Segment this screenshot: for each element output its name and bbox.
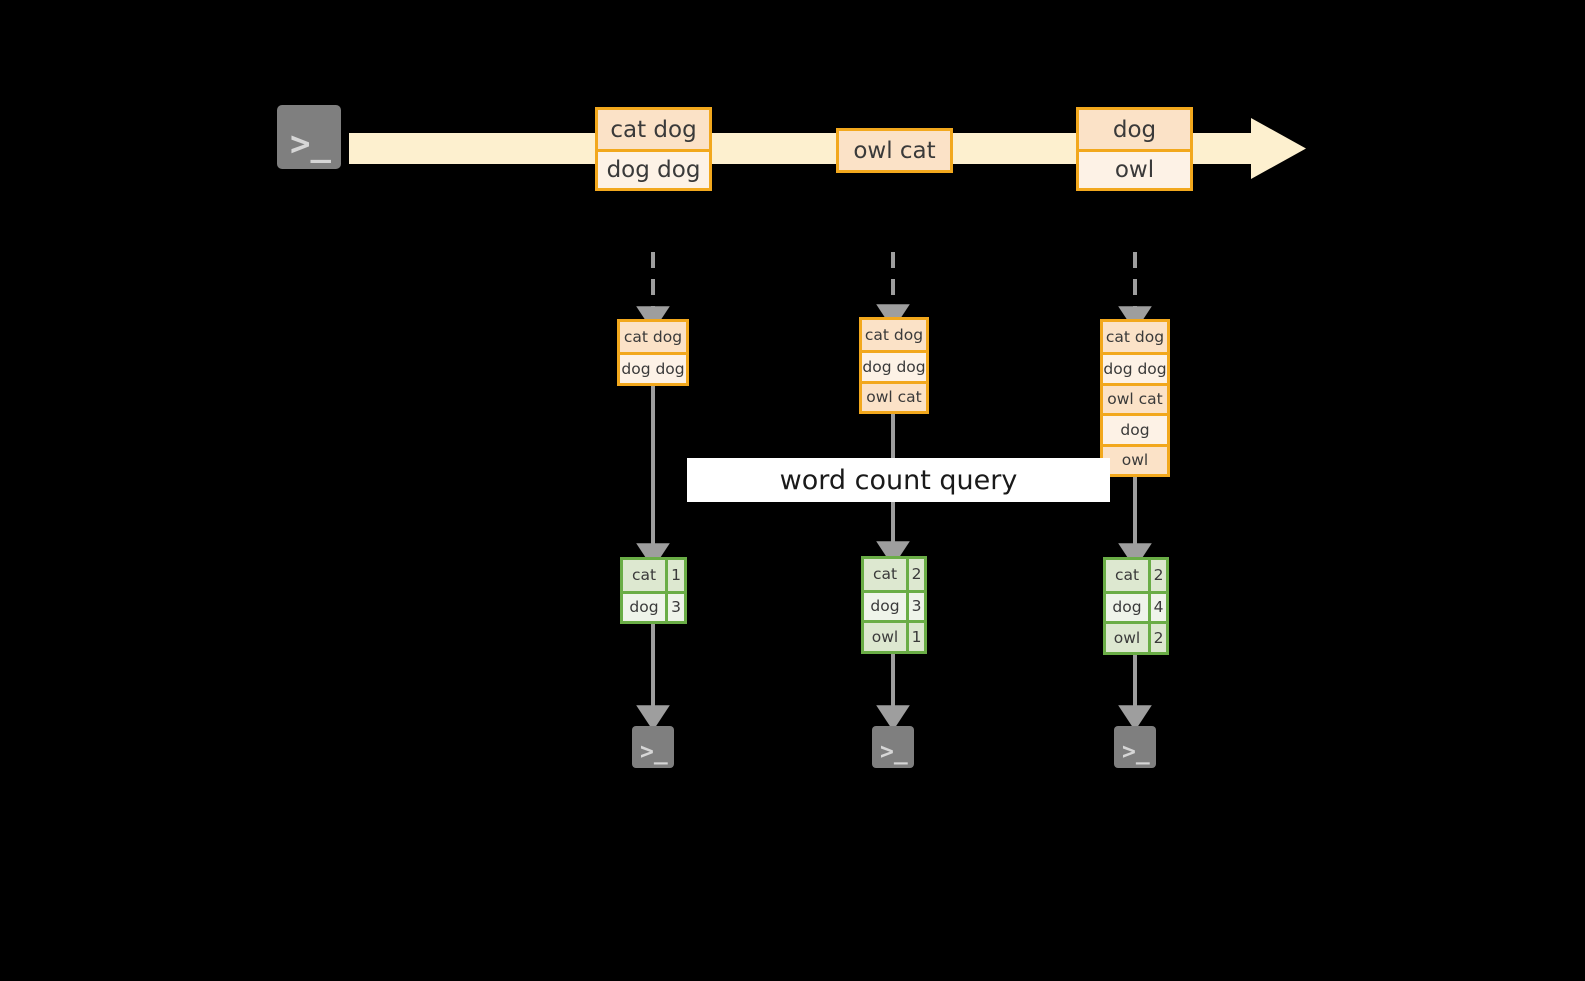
result-count: 1 [665,560,684,591]
query-label: word count query [687,458,1110,502]
table-row: owl 2 [1106,621,1166,652]
message-line: dog dog [620,352,686,383]
accumulated-input-2[interactable]: cat dog dog dog owl cat [859,317,929,415]
result-count: 3 [665,593,684,622]
message-line: cat dog [620,322,686,353]
stream-batch-2[interactable]: owl cat [836,128,953,173]
sink-terminal-icon-1: >_ [625,719,681,775]
message-line: dog [1079,110,1190,149]
accumulated-input-3[interactable]: cat dog dog dog owl cat dog owl [1100,319,1170,477]
sink-terminal-icon-2: >_ [865,719,921,775]
stream-batch-3[interactable]: dog owl [1076,107,1193,191]
message-line: cat dog [862,320,926,351]
message-line: dog [1103,413,1167,444]
sink-terminal-icon-3: >_ [1107,719,1163,775]
table-row: owl 1 [864,620,924,651]
message-line: owl [1103,443,1167,474]
result-count: 3 [906,592,924,621]
result-count: 2 [1148,560,1166,591]
message-line: owl cat [862,380,926,412]
table-row: dog 3 [623,590,684,622]
message-line: owl cat [1103,382,1167,414]
message-line: dog dog [862,350,926,381]
result-table-1[interactable]: cat 1 dog 3 [620,557,687,625]
result-word: dog [623,593,665,622]
prompt-glyph: >_ [880,739,908,765]
table-row: cat 2 [1106,560,1166,591]
prompt-glyph: >_ [290,124,331,164]
result-table-3[interactable]: cat 2 dog 4 owl 2 [1103,557,1169,655]
result-word: owl [1106,624,1148,652]
prompt-glyph: >_ [640,739,668,765]
result-word: owl [864,623,906,651]
stream-batch-1[interactable]: cat dog dog dog [595,107,712,191]
table-row: dog 3 [864,589,924,621]
message-line: dog dog [598,149,709,188]
result-word: dog [864,592,906,621]
result-word: dog [1106,593,1148,622]
message-line: owl cat [839,131,950,170]
result-word: cat [864,559,906,590]
result-word: cat [1106,560,1148,591]
result-count: 1 [906,623,924,651]
result-word: cat [623,560,665,591]
table-row: dog 4 [1106,590,1166,622]
result-count: 4 [1148,593,1166,622]
accumulated-input-1[interactable]: cat dog dog dog [617,319,689,386]
message-line: dog dog [1103,352,1167,383]
prompt-glyph: >_ [1122,739,1150,765]
source-terminal-icon: >_ [268,96,350,178]
result-count: 2 [906,559,924,590]
message-line: owl [1079,149,1190,188]
result-table-2[interactable]: cat 2 dog 3 owl 1 [861,556,927,654]
message-line: cat dog [1103,322,1167,353]
stream-band [349,118,1306,179]
result-count: 2 [1148,624,1166,652]
table-row: cat 2 [864,559,924,590]
table-row: cat 1 [623,560,684,591]
message-line: cat dog [598,110,709,149]
